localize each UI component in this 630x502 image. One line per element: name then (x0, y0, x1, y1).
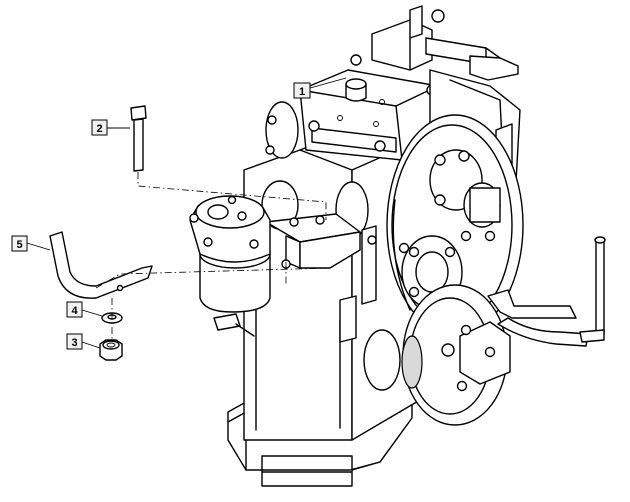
assembly-lines (95, 172, 331, 340)
callout-4-box (66, 301, 83, 318)
callouts: 1 2 5 4 3 (11, 77, 347, 350)
upper-gear-hub (429, 149, 501, 228)
callout-1-box (293, 82, 311, 99)
top-cover (299, 54, 441, 161)
callout-3-box (66, 333, 83, 350)
callout-4-label: 4 (71, 305, 78, 317)
bolt-part (130, 105, 147, 172)
support-strap-part (49, 231, 153, 299)
assembly-line-bolt (137, 172, 327, 220)
callout-2-label: 2 (96, 123, 102, 135)
nut-part (99, 339, 123, 361)
callout-2-box (91, 119, 108, 136)
lever-arm (487, 236, 606, 347)
callout-1-label: 1 (299, 86, 305, 98)
oil-filter (189, 195, 271, 337)
lower-pulley (401, 284, 511, 426)
callout-3-label: 3 (71, 337, 77, 349)
callout-5-box (11, 235, 28, 252)
gearbox-assembly (189, 5, 606, 487)
callout-5-label: 5 (16, 239, 22, 251)
top-fittings (371, 5, 519, 81)
